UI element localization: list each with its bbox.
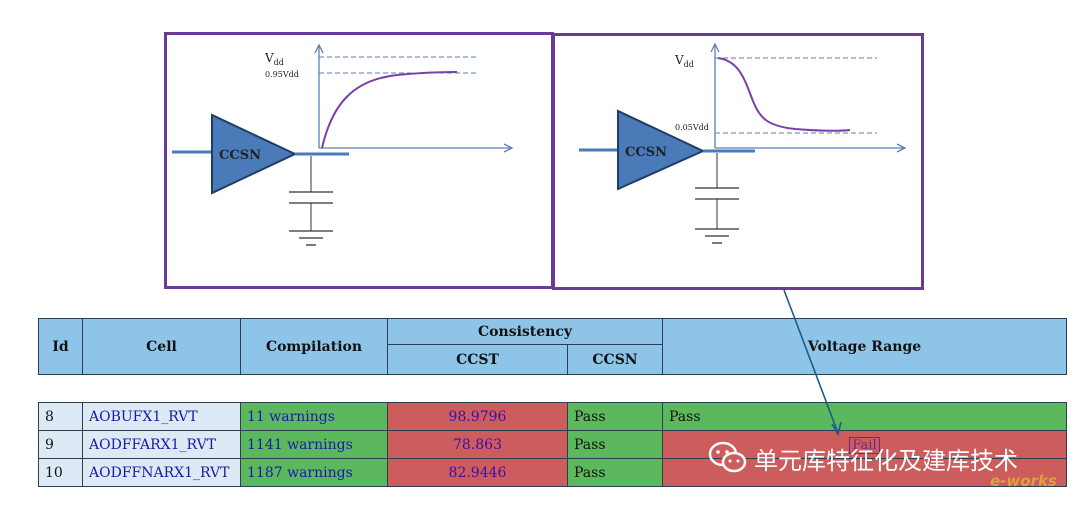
header-ccsn[interactable]: CCSN — [566, 344, 664, 375]
header-ccst[interactable]: CCST — [387, 344, 568, 375]
level-label: 0.05Vdd — [675, 123, 709, 132]
row-ccst: 98.9796 — [387, 402, 568, 431]
header-consistency[interactable]: Consistency — [386, 318, 664, 345]
header-cell[interactable]: Cell — [82, 318, 241, 375]
row-cell[interactable]: AOBUFX1_RVT — [82, 402, 241, 431]
header-compilation[interactable]: Compilation — [240, 318, 388, 375]
vdd-label: Vdd — [264, 51, 284, 67]
characterization-results-table: Id Cell Compilation Consistency Voltage … — [38, 318, 1068, 487]
row-compilation[interactable]: 11 warnings — [240, 402, 388, 431]
row-ccsn: Pass — [566, 458, 664, 487]
eworks-logo: e-works — [990, 472, 1057, 490]
spacer-row — [38, 374, 1067, 403]
fall-waveform-figure: Vdd 0.05Vdd CCSN — [579, 42, 907, 244]
header-id[interactable]: Id — [38, 318, 83, 375]
row-cell[interactable]: AODFFNARX1_RVT — [82, 458, 241, 487]
row-ccst: 82.9446 — [387, 458, 568, 487]
table-row[interactable]: 10 AODFFNARX1_RVT 1187 warnings 82.9446 … — [38, 458, 1068, 487]
driver-label: CCSN — [625, 145, 667, 160]
row-ccsn: Pass — [566, 430, 664, 459]
ccsn-driver-triangle — [617, 109, 706, 191]
watermark-text: 单元库特征化及建库技术 — [754, 446, 1018, 475]
ccsn-rise-diagram: Vdd 0.95Vdd CCSN — [164, 32, 554, 289]
row-compilation[interactable]: 1141 warnings — [240, 430, 388, 459]
table-row[interactable]: 8 AOBUFX1_RVT 11 warnings 98.9796 Pass P… — [38, 402, 1068, 431]
y-axis-arrow — [710, 42, 720, 53]
rise-waveform-figure: Vdd 0.95Vdd CCSN — [172, 43, 514, 246]
x-axis-arrow — [503, 143, 514, 153]
fail-badge[interactable]: Fail — [849, 436, 880, 454]
row-compilation[interactable]: 1187 warnings — [240, 458, 388, 487]
row-id: 8 — [38, 402, 83, 431]
row-id: 10 — [38, 458, 83, 487]
wechat-watermark: 单元库特征化及建库技术 — [708, 440, 1018, 476]
header-voltage-range[interactable]: Voltage Range — [662, 318, 1068, 375]
y-axis-arrow — [314, 43, 324, 54]
level-label: 0.95Vdd — [265, 70, 299, 79]
row-ccsn: Pass — [566, 402, 664, 431]
row-id: 9 — [38, 430, 83, 459]
row-voltage-range: Pass — [662, 402, 1068, 431]
driver-label: CCSN — [219, 148, 261, 163]
rise-waveform — [321, 71, 458, 149]
x-axis-arrow — [896, 143, 907, 153]
wechat-icon — [708, 441, 747, 473]
ccsn-fall-diagram: Vdd 0.05Vdd CCSN — [552, 33, 924, 290]
row-ccst: 78.863 — [387, 430, 568, 459]
row-cell[interactable]: AODFFARX1_RVT — [82, 430, 241, 459]
fall-waveform — [717, 57, 851, 132]
vdd-label: Vdd — [674, 53, 694, 69]
ccsn-driver-triangle — [211, 113, 298, 195]
